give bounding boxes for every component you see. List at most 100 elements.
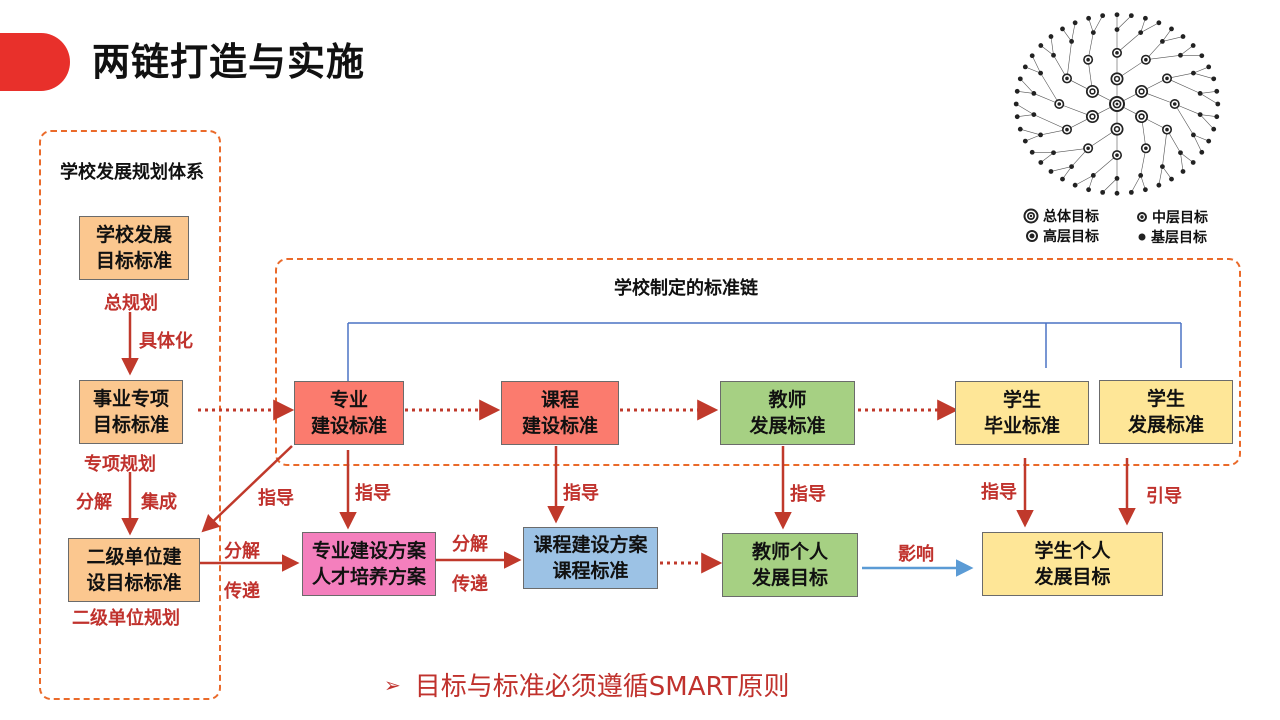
course-construction-standard-box: 课程 建设标准 [501, 381, 619, 445]
goal-node [1110, 122, 1124, 136]
goal-node [1029, 149, 1035, 155]
goal-node [1169, 99, 1180, 109]
goal-node [1206, 138, 1212, 144]
goal-node [1051, 52, 1056, 58]
goal-node [1156, 20, 1162, 26]
goal-node [1112, 150, 1122, 161]
goal-node [1169, 26, 1174, 32]
goal-node [1180, 169, 1186, 174]
unit-plan-caption: 二级单位规划 [72, 608, 180, 629]
goal-node [1140, 54, 1151, 65]
goal-node [1128, 13, 1134, 19]
goal-node [1069, 39, 1074, 44]
goal-node [1085, 84, 1099, 98]
goal-node [1191, 70, 1196, 76]
decompose-label-2: 分解 [452, 534, 488, 555]
goal-node [1191, 132, 1196, 138]
goal-node [1199, 53, 1205, 59]
goal-node [1162, 124, 1173, 135]
influence-label: 影响 [898, 544, 934, 565]
goal-node [1017, 76, 1023, 82]
goal-node [1214, 114, 1220, 120]
goal-node [1060, 176, 1065, 182]
goal-node [1100, 189, 1106, 195]
goal-node [1022, 138, 1028, 144]
goal-node [1090, 172, 1096, 178]
goal-node [1114, 27, 1120, 32]
goal-node [1211, 126, 1217, 132]
goal-node [1072, 20, 1078, 26]
school-plan-frame [39, 130, 221, 700]
goal-node [1051, 150, 1056, 156]
goal-node [1114, 12, 1120, 18]
goal-node [1190, 43, 1196, 48]
teacher-personal-goal-box: 教师个人 发展目标 [722, 533, 858, 597]
goal-node [1169, 176, 1174, 182]
title-accent-tab [0, 33, 70, 91]
concretize-label: 具体化 [139, 331, 193, 352]
goal-node [1190, 160, 1196, 165]
major-plan-training-plan-box: 专业建设方案 人才培养方案 [302, 532, 436, 596]
base-goal-icon [1138, 233, 1146, 241]
school-goal-standard-box: 学校发展 目标标准 [79, 216, 189, 280]
transmit-label-2: 传递 [452, 574, 488, 595]
goal-node [1110, 72, 1124, 86]
goal-node [1061, 124, 1072, 135]
goal-node [1156, 182, 1162, 188]
page-title: 两链打造与实施 [92, 40, 366, 84]
goal-node [1197, 91, 1203, 96]
goal-node [1211, 76, 1217, 82]
goal-node [1072, 182, 1078, 188]
goal-node [1140, 143, 1151, 154]
goal-node [1178, 52, 1183, 58]
goal-node [1014, 114, 1020, 120]
overall-goal-icon [1023, 208, 1039, 224]
unit-goal-standard-box: 二级单位建 设目标标准 [68, 538, 200, 602]
student-development-standard-box: 学生 发展标准 [1099, 380, 1233, 444]
lead-label: 引导 [1146, 486, 1182, 507]
goal-node [1114, 176, 1120, 181]
goal-node [1160, 39, 1165, 44]
arrow-bullet-icon: ➢ [384, 672, 401, 697]
goal-node [1114, 190, 1120, 196]
standards-chain-frame-label: 学校制定的标准链 [614, 278, 758, 299]
goal-node [1017, 126, 1023, 132]
goal-node [1031, 91, 1037, 96]
goal-node [1085, 110, 1099, 124]
overall-plan-caption: 总规划 [104, 293, 158, 314]
goal-node [1029, 53, 1035, 59]
goal-node [1061, 73, 1072, 84]
goal-node [1069, 164, 1074, 169]
transmit-label-1: 传递 [224, 581, 260, 602]
goal-node [1022, 64, 1028, 70]
goal-node [1160, 164, 1165, 169]
teacher-development-standard-box: 教师 发展标准 [720, 381, 855, 445]
smart-principle-note: ➢ 目标与标准必须遵循SMART原则 [384, 666, 790, 703]
goal-node [1083, 54, 1094, 65]
goal-node [1206, 64, 1212, 70]
goal-node [1135, 84, 1149, 98]
goal-node [1162, 73, 1173, 84]
legend-high: 高层目标 [1025, 226, 1099, 246]
goal-node [1013, 101, 1019, 107]
goal-node [1128, 189, 1134, 195]
guide-label-teacher: 指导 [790, 484, 826, 505]
student-graduation-standard-box: 学生 毕业标准 [955, 381, 1089, 445]
goal-node [1109, 96, 1125, 112]
school-plan-frame-label: 学校发展规划体系 [60, 162, 204, 183]
goal-node [1031, 112, 1037, 117]
legend-overall: 总体目标 [1023, 206, 1099, 226]
goal-node [1086, 15, 1092, 21]
goal-node [1038, 70, 1043, 76]
goal-node [1038, 160, 1044, 165]
goal-hierarchy-network-diagram [1013, 12, 1221, 196]
course-plan-course-standard-box: 课程建设方案 课程标准 [523, 527, 658, 589]
goal-node [1054, 99, 1065, 109]
goal-node [1135, 110, 1149, 124]
goal-node [1048, 169, 1054, 174]
legend-base: 基层目标 [1137, 227, 1207, 247]
high-goal-icon [1026, 230, 1038, 242]
standards-bracket [347, 322, 1182, 381]
smart-principle-text: 目标与标准必须遵循SMART原则 [414, 672, 790, 702]
